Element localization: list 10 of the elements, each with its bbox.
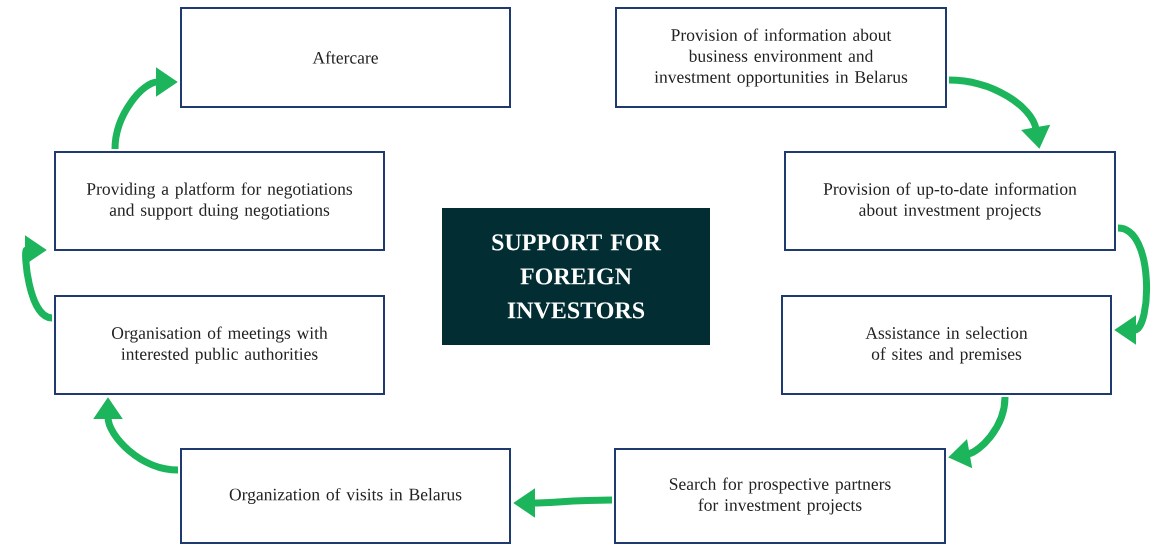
process-box: Organisation of meetings with interested public authorities (54, 295, 385, 395)
title-box: SUPPORT FOR FOREIGN INVESTORS (442, 208, 710, 345)
curved-arrow (22, 235, 53, 322)
process-box: Organization of visits in Belarus (180, 448, 511, 544)
process-box: Provision of information about business environment and investment opportunities in Belarus (615, 7, 947, 108)
process-box: Providing a platform for negotiations and support duing negotiations (54, 151, 385, 251)
process-box: Aftercare (180, 7, 511, 108)
process-box: Assistance in selection of sites and premises (781, 295, 1112, 395)
process-box: Search for prospective partners for investment projects (614, 448, 946, 544)
process-box: Provision of up-to-date information about investment projects (784, 151, 1116, 251)
